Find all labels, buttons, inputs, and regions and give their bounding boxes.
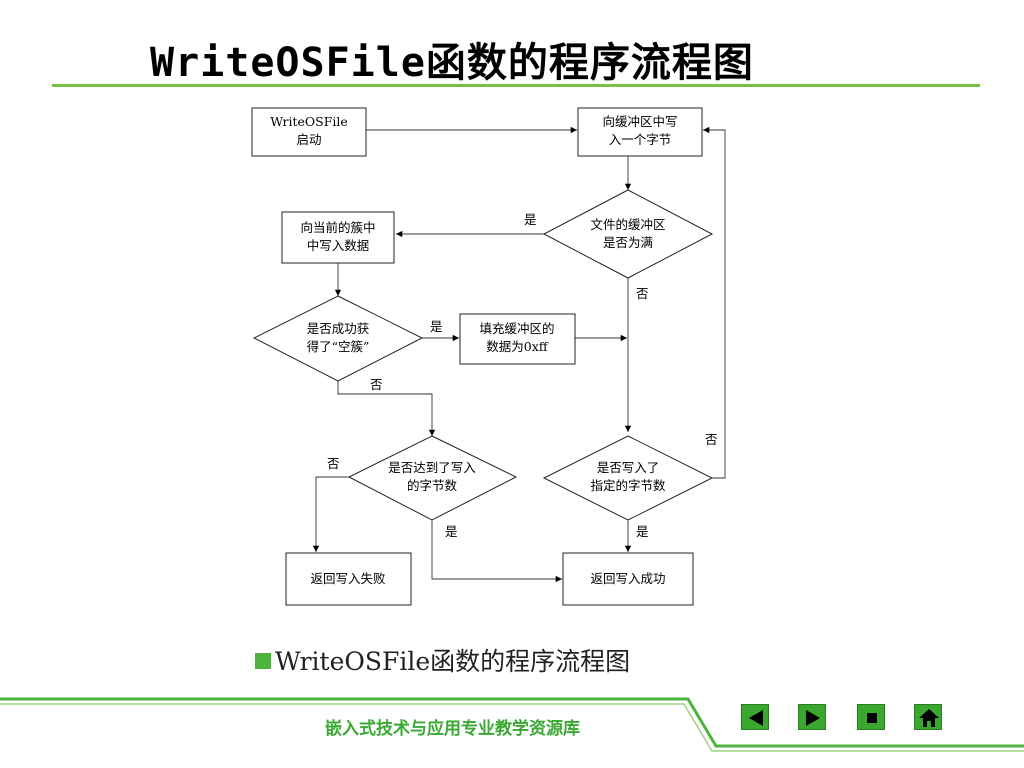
no-label-empty-cluster: 否 (370, 377, 383, 392)
footer-text: 嵌入式技术与应用专业教学资源库 (325, 719, 580, 739)
reached-count-label-line1: 是否达到了写入 (388, 460, 476, 475)
return-success-label: 返回写入成功 (590, 571, 665, 586)
connector-got-empty-no (337, 381, 436, 436)
node-fill-buffer (459, 313, 576, 365)
write-cluster-label-line2: 中写入数据 (307, 238, 370, 253)
buffer-full-label-line1: 文件的缓冲区 (590, 217, 665, 232)
prev-button[interactable] (741, 704, 769, 730)
page-title: WriteOSFile函数的程序流程图 (150, 40, 754, 86)
title-underline (52, 84, 980, 87)
stop-icon (867, 713, 877, 723)
fill-buffer-label-line1: 填充缓冲区的 (479, 321, 554, 336)
node-write-buffer (577, 107, 703, 157)
stop-button[interactable] (857, 704, 885, 730)
figure-caption: WriteOSFile函数的程序流程图 (255, 642, 630, 678)
square-bullet-icon (255, 653, 271, 669)
next-icon (806, 710, 820, 726)
got-empty-label-line2: 得了“空簇” (307, 339, 370, 354)
got-empty-label-line1: 是否成功获 (307, 321, 370, 336)
no-label-buffer-full: 否 (636, 286, 649, 301)
node-start (251, 107, 367, 157)
write-buffer-label-line1: 向缓冲区中写 (602, 114, 677, 129)
write-cluster-label-line1: 向当前的簇中 (300, 220, 375, 235)
no-label-reached-count: 否 (327, 456, 340, 471)
node-write-cluster (281, 211, 395, 264)
home-icon (919, 709, 939, 727)
start-label-line2: 启动 (296, 132, 321, 147)
node-return-fail (285, 552, 412, 606)
node-got-empty-cluster (252, 295, 424, 382)
written-count-label-line1: 是否写入了 (597, 460, 660, 475)
return-fail-label: 返回写入失败 (310, 571, 386, 586)
yes-label-buffer-full: 是 (524, 212, 537, 227)
written-count-label-line2: 指定的字节数 (590, 478, 666, 493)
node-written-count (542, 435, 714, 521)
node-reached-count (347, 435, 518, 521)
connector-reached-count-yes (431, 520, 562, 583)
start-label-line1: WriteOSFile (270, 114, 348, 129)
caption-text: WriteOSFile函数的程序流程图 (275, 647, 631, 676)
next-button[interactable] (798, 704, 826, 730)
write-buffer-label-line2: 入一个字节 (609, 132, 672, 147)
yes-label-written-count: 是 (636, 524, 649, 539)
node-return-success (562, 552, 694, 606)
reached-count-label-line2: 的字节数 (407, 478, 458, 493)
connector-written-count-no (703, 126, 726, 479)
flowchart: WriteOSFile 启动 向缓冲区中写 入一个字节 文件的缓冲区 是否为满 … (251, 107, 726, 606)
buffer-full-label-line2: 是否为满 (603, 235, 653, 250)
prev-icon (749, 710, 763, 726)
home-button[interactable] (914, 704, 942, 730)
node-buffer-full (542, 189, 714, 279)
yes-label-reached-count: 是 (445, 524, 458, 539)
no-label-written-count: 否 (705, 432, 718, 447)
connector-reached-count-no (312, 476, 349, 552)
yes-label-empty-cluster: 是 (430, 319, 443, 334)
fill-buffer-label-line2: 数据为0xff (486, 339, 549, 354)
